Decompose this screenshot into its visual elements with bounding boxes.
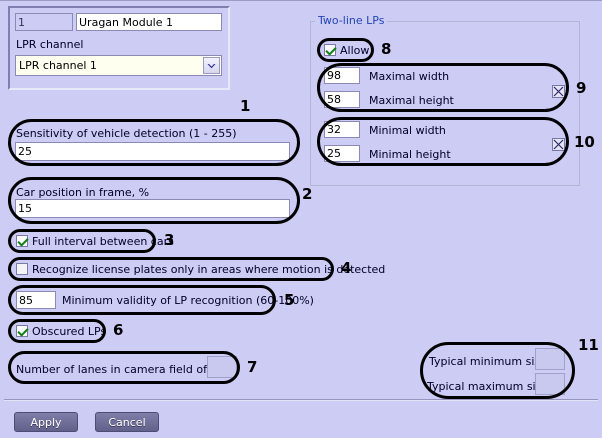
- annotation-number-2: 2: [302, 185, 313, 203]
- lanes-input[interactable]: [207, 356, 237, 378]
- module-name-field[interactable]: Uragan Module 1: [76, 13, 222, 31]
- typical-maximum-label: Typical maximum size: [427, 380, 549, 393]
- minimal-height-input[interactable]: 25: [324, 145, 360, 162]
- maximal-width-input[interactable]: 98: [324, 67, 360, 84]
- car-position-label: Car position in frame, %: [16, 186, 150, 199]
- min-validity-label: Minimum validity of LP recognition (60-1…: [62, 294, 314, 307]
- maximal-height-label: Maximal height: [369, 94, 454, 107]
- two-line-lps-group-title: Two-line LPs: [315, 15, 388, 27]
- lpr-channel-label: LPR channel: [16, 38, 84, 51]
- full-interval-checkbox[interactable]: [16, 235, 28, 247]
- obscured-lps-checkbox[interactable]: [16, 325, 28, 337]
- annotation-number-1: 1: [240, 97, 251, 115]
- motion-areas-label: Recognize license plates only in areas w…: [32, 263, 386, 276]
- sensitivity-input[interactable]: 25: [15, 142, 290, 161]
- allow-two-line-checkbox[interactable]: [324, 44, 336, 56]
- typical-maximum-input[interactable]: [535, 373, 565, 395]
- minimal-width-label: Minimal width: [369, 124, 446, 137]
- minimal-width-input[interactable]: 32: [324, 121, 360, 138]
- annotation-number-3: 3: [164, 231, 175, 249]
- lpr-channel-select[interactable]: LPR channel 1: [15, 55, 222, 76]
- car-position-input[interactable]: 15: [15, 199, 290, 218]
- annotation-number-8: 8: [381, 40, 392, 58]
- apply-button[interactable]: Apply: [14, 412, 78, 432]
- allow-two-line-label: Allow: [340, 44, 370, 57]
- full-interval-label: Full interval between cars: [32, 235, 174, 248]
- annotation-number-10: 10: [574, 133, 595, 151]
- annotation-number-6: 6: [113, 321, 124, 339]
- maximal-reset-x-icon[interactable]: [552, 85, 565, 98]
- lpr-channel-value: LPR channel 1: [19, 59, 97, 72]
- chevron-down-icon[interactable]: [203, 57, 220, 74]
- motion-areas-checkbox[interactable]: [16, 263, 28, 275]
- footer-divider: [4, 399, 598, 401]
- sensitivity-label: Sensitivity of vehicle detection (1 - 25…: [16, 127, 237, 140]
- annotation-number-9: 9: [576, 79, 587, 97]
- typical-minimum-input[interactable]: [535, 348, 565, 370]
- cancel-button[interactable]: Cancel: [95, 412, 159, 432]
- annotation-number-4: 4: [341, 259, 352, 277]
- lanes-label: Number of lanes in camera field of view: [16, 363, 236, 376]
- module-id-field[interactable]: 1: [15, 13, 73, 31]
- two-line-lps-group: [310, 21, 580, 186]
- min-validity-input[interactable]: 85: [16, 291, 56, 309]
- minimal-reset-x-icon[interactable]: [552, 138, 565, 151]
- annotation-number-5: 5: [284, 291, 295, 309]
- annotation-number-11: 11: [578, 336, 599, 354]
- annotation-number-7: 7: [247, 358, 258, 376]
- maximal-height-input[interactable]: 58: [324, 91, 360, 108]
- obscured-lps-label: Obscured LPs: [32, 325, 107, 338]
- typical-minimum-label: Typical minimum size: [429, 355, 547, 368]
- minimal-height-label: Minimal height: [369, 148, 451, 161]
- maximal-width-label: Maximal width: [369, 70, 450, 83]
